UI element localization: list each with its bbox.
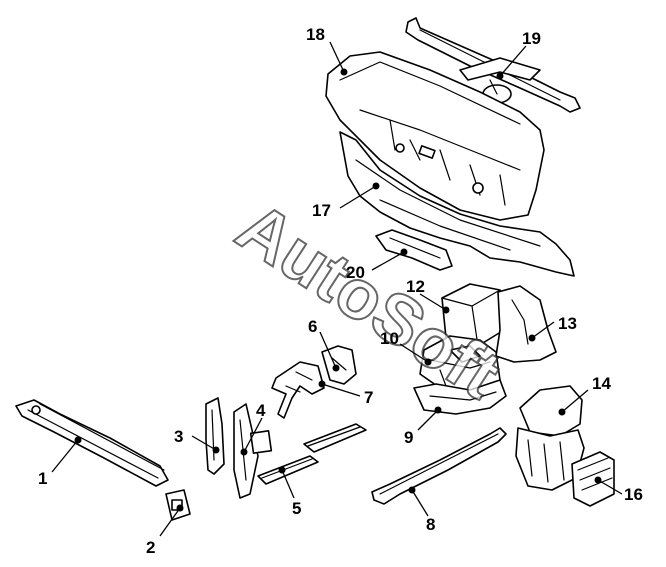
callout-3: 3: [174, 427, 183, 446]
callout-7: 7: [364, 388, 373, 407]
callout-12: 12: [406, 277, 425, 296]
callout-4: 4: [256, 401, 266, 420]
leader-lines: [51, 41, 623, 537]
part-2-plate: [165, 489, 191, 521]
part-10-blower-housing: [419, 335, 501, 393]
callout-2: 2: [146, 538, 155, 557]
part-13-duct: [495, 285, 557, 363]
callout-20: 20: [346, 263, 365, 282]
callout-9: 9: [404, 428, 413, 447]
callout-14: 14: [592, 374, 611, 393]
part-3-bracket: [205, 397, 225, 475]
part-8-sill-rail: [371, 427, 507, 505]
part-18-cowl-panel: [325, 51, 545, 221]
part-6-bracket: [321, 345, 357, 385]
callout-17: 17: [312, 201, 331, 220]
callout-5: 5: [292, 499, 301, 518]
part-1-cross-member: [15, 399, 169, 487]
callout-18: 18: [306, 25, 325, 44]
callout-19: 19: [522, 29, 541, 48]
callout-13: 13: [558, 314, 577, 333]
part-17-bulkhead: [339, 131, 575, 277]
callout-6: 6: [308, 317, 317, 336]
part-16-module: [571, 451, 615, 507]
part-5-rail: [257, 423, 367, 485]
part-7-bracket: [271, 361, 325, 419]
callout-10: 10: [380, 329, 399, 348]
part-9-tray: [413, 379, 507, 415]
callout-1: 1: [38, 469, 47, 488]
part-20-bracket: [375, 229, 453, 271]
callout-16: 16: [624, 485, 643, 504]
part-19-wiper-linkage: [405, 17, 581, 113]
callout-8: 8: [426, 515, 435, 534]
callout-labels: 1 2 3 4 5 6 7 8 9 10 12 13 14 16 17 18 1…: [38, 25, 643, 557]
